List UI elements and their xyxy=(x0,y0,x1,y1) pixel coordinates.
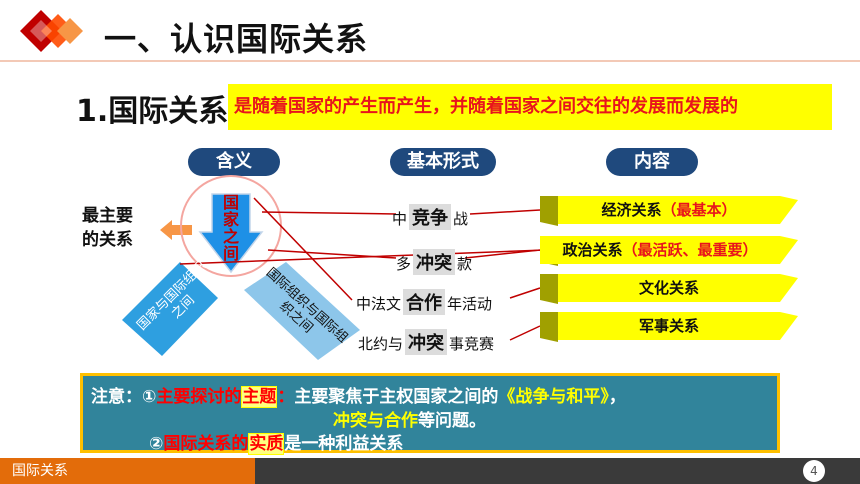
note-item2-red: 国际关系的 xyxy=(163,434,249,454)
form-prefix: 北约与 xyxy=(358,335,404,353)
form-prefix: 中法文 xyxy=(356,295,402,313)
content-main: 政治关系 xyxy=(562,241,623,259)
ribbon-tail xyxy=(780,274,798,302)
note-item1-red: 主要探讨的 xyxy=(156,387,242,407)
connector-line xyxy=(509,325,541,341)
note-item1-box: 主题 xyxy=(241,386,278,408)
header-meaning: 含义 xyxy=(188,148,280,176)
note-item1-colon: ： xyxy=(277,387,295,407)
note-box: 注意：①主要探讨的主题：主要聚焦于主权国家之间的《战争与和平》， 冲突与合作等问… xyxy=(80,373,780,455)
ribbon-tail xyxy=(780,236,798,264)
note-line2-yellow: 冲突与合作 xyxy=(333,411,418,431)
content-note: （最基本） xyxy=(661,201,737,219)
content-note: （最活跃、最重要） xyxy=(622,241,758,259)
footer-bar xyxy=(255,458,860,484)
connector-line xyxy=(509,287,541,299)
footer-label: 国际关系 xyxy=(0,458,255,484)
form-prefix: 多 xyxy=(396,255,412,273)
note-line-2: 冲突与合作等问题。 xyxy=(333,406,486,431)
content-ribbon-3: 文化关系 xyxy=(558,274,780,302)
right-tilted-box xyxy=(244,262,360,360)
ribbon-tail xyxy=(780,312,798,340)
left-arrow-icon xyxy=(160,220,192,240)
header-content: 内容 xyxy=(606,148,698,176)
form-row-4: 北约与冲突事竞赛 xyxy=(358,329,494,355)
down-arrow-icon xyxy=(198,193,264,274)
note-item2-box: 实质 xyxy=(248,433,285,455)
note-line-1: 注意：①主要探讨的主题：主要聚焦于主权国家之间的《战争与和平》， xyxy=(91,382,626,408)
note-line-3: ②国际关系的实质是一种利益关系 xyxy=(149,429,404,455)
left-tilted-box xyxy=(122,262,218,356)
connector-line xyxy=(464,249,541,259)
content-main: 军事关系 xyxy=(638,317,699,335)
connector-line xyxy=(179,249,546,265)
note-num-2: ② xyxy=(149,434,164,454)
connector-line xyxy=(261,211,397,215)
form-suffix: 款 xyxy=(457,255,473,273)
connector-line xyxy=(469,209,541,215)
form-row-3: 中法文合作年活动 xyxy=(356,289,492,315)
connector-line xyxy=(253,197,353,301)
note-num-1: ① xyxy=(142,387,157,407)
form-prefix: 中 xyxy=(392,210,408,228)
form-word: 冲突 xyxy=(413,249,456,275)
form-word: 合作 xyxy=(403,289,446,315)
main-relation-label: 最主要 的关系 xyxy=(82,204,133,252)
main-relation-line1: 最主要 xyxy=(82,206,133,226)
page-number: 4 xyxy=(803,460,825,482)
content-ribbon-2: 政治关系（最活跃、最重要） xyxy=(540,236,780,264)
note-item1-text: 主要聚焦于主权国家之间的 xyxy=(294,387,499,407)
subtitle-label: 1.国际关系 xyxy=(76,94,229,129)
content-main: 经济关系 xyxy=(601,201,662,219)
content-ribbon-4: 军事关系 xyxy=(558,312,780,340)
header-forms: 基本形式 xyxy=(390,148,496,176)
ribbon-cap xyxy=(540,312,558,342)
ribbon-cap xyxy=(540,196,558,226)
form-row-2: 多冲突款 xyxy=(396,249,472,275)
ribbon-cap xyxy=(540,274,558,304)
form-suffix: 事竞赛 xyxy=(449,335,495,353)
form-row-1: 中竞争战 xyxy=(392,204,468,230)
form-suffix: 年活动 xyxy=(447,295,493,313)
content-ribbon-1: 经济关系（最基本） xyxy=(558,196,780,224)
note-item1-tail: ， xyxy=(608,387,626,407)
title-divider xyxy=(0,60,860,62)
note-item2-text: 是一种利益关系 xyxy=(284,434,404,454)
main-relation-line2: 的关系 xyxy=(82,230,133,250)
note-line2-text: 等问题。 xyxy=(418,411,486,431)
subtitle-highlight: 是随着国家的产生而产生，并随着国家之间交往的发展而发展的 xyxy=(228,84,832,130)
form-word: 冲突 xyxy=(405,329,448,355)
ribbon-tail xyxy=(780,196,798,224)
logo-diamonds-icon xyxy=(20,10,83,52)
center-arrow-label: 国家之间 xyxy=(222,193,239,263)
form-suffix: 战 xyxy=(453,210,469,228)
note-prefix: 注意： xyxy=(91,387,142,407)
content-main: 文化关系 xyxy=(638,279,699,297)
page-title: 一、认识国际关系 xyxy=(104,20,369,58)
note-item1-yellow: 《战争与和平》 xyxy=(498,387,609,407)
form-word: 竞争 xyxy=(409,204,452,230)
